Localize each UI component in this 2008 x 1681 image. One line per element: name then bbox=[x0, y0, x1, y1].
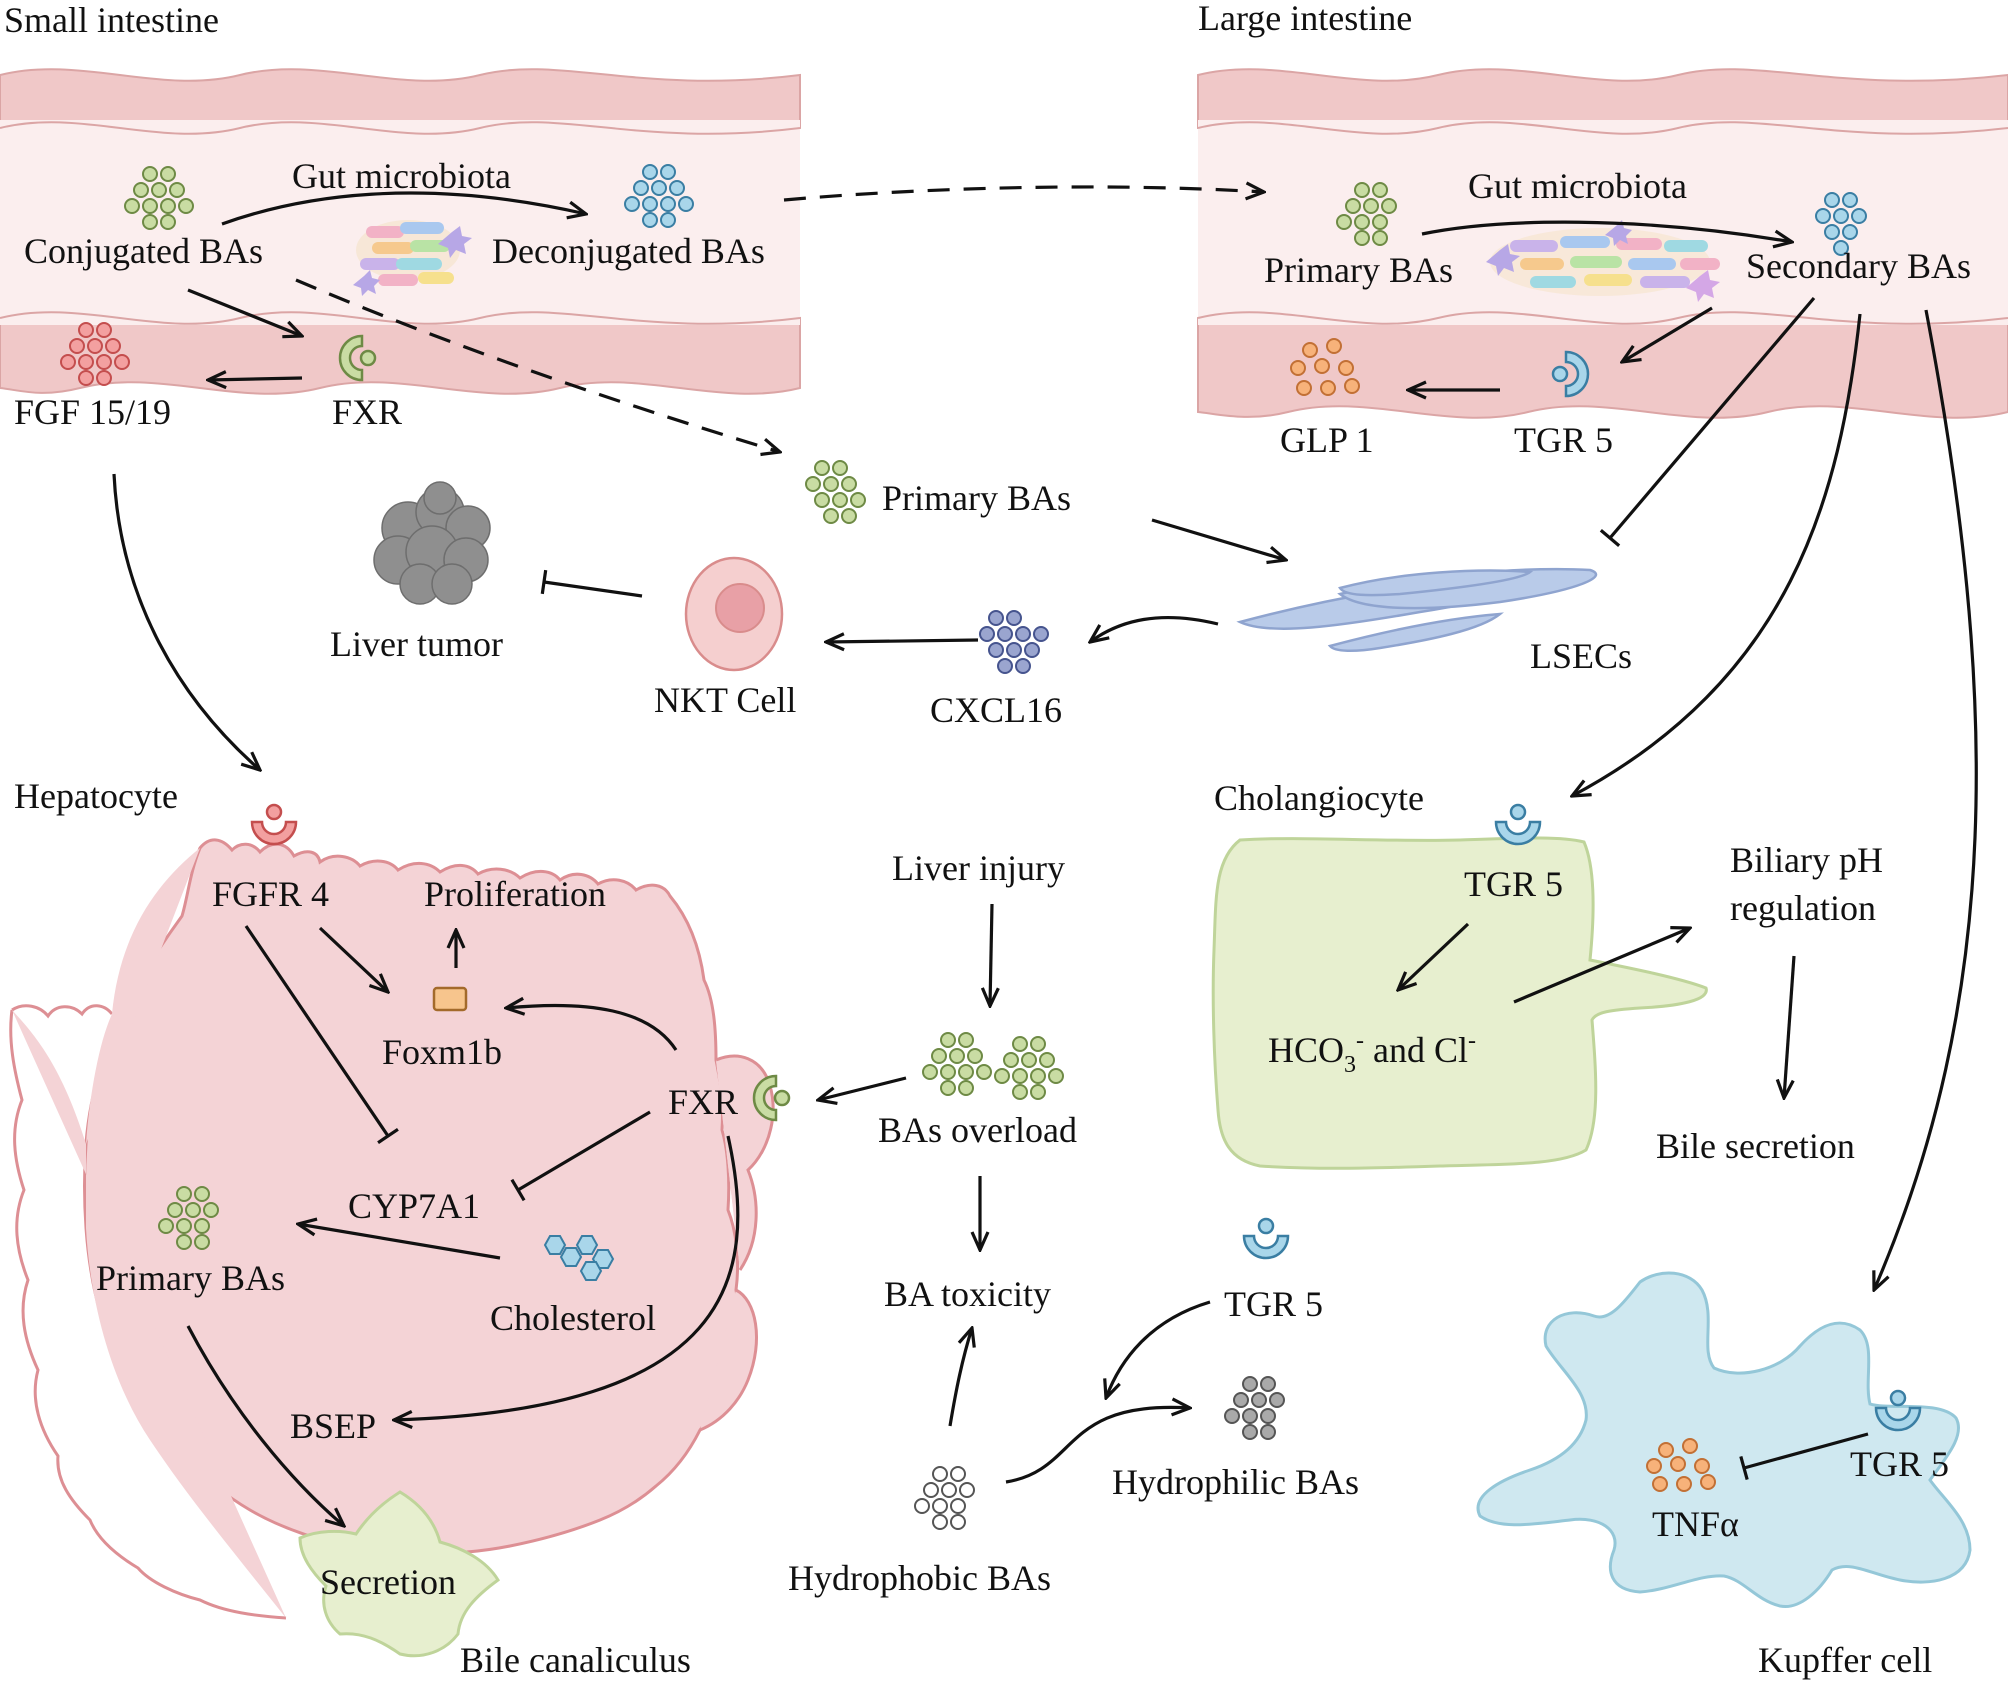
tgr5-center-label: TGR 5 bbox=[1224, 1284, 1323, 1324]
conjugated-bas-label: Conjugated BAs bbox=[24, 231, 263, 271]
bile-canaliculus: Secretion Bile canaliculus bbox=[298, 1490, 691, 1680]
bile-canaliculus-shape bbox=[298, 1490, 500, 1658]
hydrophilic-bas-label: Hydrophilic BAs bbox=[1112, 1462, 1359, 1502]
secretion-label: Secretion bbox=[320, 1562, 456, 1602]
lsecs-cells bbox=[1236, 567, 1598, 652]
hepatocyte-title: Hepatocyte bbox=[14, 776, 178, 816]
tgr5-center-receptor-icon bbox=[1242, 1217, 1290, 1260]
tnfa-label: TNFα bbox=[1652, 1504, 1739, 1544]
glp1-dots bbox=[1290, 338, 1360, 396]
deconjugated-bas-label: Deconjugated BAs bbox=[492, 231, 765, 271]
liver-tumor-label: Liver tumor bbox=[330, 624, 503, 664]
fgfr4-label: FGFR 4 bbox=[212, 874, 329, 914]
cyp7a1-label: CYP7A1 bbox=[348, 1186, 480, 1226]
tnfa-dots bbox=[1646, 1438, 1716, 1492]
nkt-cell-icon bbox=[684, 556, 784, 672]
hydrophobic-bas-label: Hydrophobic BAs bbox=[788, 1558, 1051, 1598]
gut-microbiota-large-label: Gut microbiota bbox=[1468, 166, 1687, 206]
hco3-subscript: 3 bbox=[1344, 1052, 1356, 1078]
nkt-cell-label: NKT Cell bbox=[654, 680, 796, 720]
large-intestine-title: Large intestine bbox=[1198, 0, 1412, 38]
tgr5-cholangiocyte-label: TGR 5 bbox=[1464, 864, 1563, 904]
primary-bas-center-dots bbox=[805, 460, 866, 524]
biliary-ph-label-line1: Biliary pH bbox=[1730, 840, 1883, 880]
bile-secretion-label: Bile secretion bbox=[1656, 1126, 1855, 1166]
foxm1b-label: Foxm1b bbox=[382, 1032, 502, 1072]
primary-bas-hepatocyte-dots bbox=[158, 1186, 219, 1250]
gut-microbiota-small-icon bbox=[353, 220, 472, 296]
fxr-intestine-label: FXR bbox=[332, 392, 402, 432]
proliferation-label: Proliferation bbox=[424, 874, 606, 914]
ba-toxicity-label: BA toxicity bbox=[884, 1274, 1051, 1314]
hco3-cl-label: HCO3- and Cl- bbox=[1268, 1028, 1476, 1078]
liver-tumor-icon bbox=[373, 481, 491, 605]
primary-bas-center-label: Primary BAs bbox=[882, 478, 1071, 518]
bsep-label: BSEP bbox=[290, 1406, 376, 1446]
primary-bas-hepatocyte-label: Primary BAs bbox=[96, 1258, 285, 1298]
fxr-intestine-receptor-icon bbox=[338, 334, 377, 382]
tgr5-large-receptor-icon bbox=[1551, 350, 1590, 398]
lsecs-label: LSECs bbox=[1530, 636, 1632, 676]
fgf-dots bbox=[60, 322, 130, 386]
bas-overload-label: BAs overload bbox=[878, 1110, 1077, 1150]
liver-injury-label: Liver injury bbox=[892, 848, 1065, 888]
tgr5-kupffer-receptor-icon bbox=[1874, 1389, 1922, 1432]
foxm1b-icon bbox=[432, 986, 468, 1012]
large-intestine: Large intestine Primary BAs Gut micro bbox=[1197, 0, 2008, 460]
hco3-base: HCO bbox=[1268, 1030, 1344, 1070]
fxr-hepatocyte-label: FXR bbox=[668, 1082, 738, 1122]
small-intestine-title: Small intestine bbox=[4, 0, 219, 40]
tgr5-large-label: TGR 5 bbox=[1514, 420, 1613, 460]
cxcl16-dots bbox=[979, 610, 1049, 674]
cholangiocyte-title: Cholangiocyte bbox=[1214, 778, 1424, 818]
pathway-arrows bbox=[112, 187, 1978, 1526]
fgf-label: FGF 15/19 bbox=[14, 392, 171, 432]
gut-microbiota-small-label: Gut microbiota bbox=[292, 156, 511, 196]
tgr5-kupffer-label: TGR 5 bbox=[1850, 1444, 1949, 1484]
cholesterol-label: Cholesterol bbox=[490, 1298, 656, 1338]
bas-overload-dots bbox=[922, 1032, 1064, 1100]
cxcl16-label: CXCL16 bbox=[930, 690, 1062, 730]
cholangiocyte: Cholangiocyte bbox=[1211, 778, 1708, 1170]
small-intestine: Small intestine Conjugated BAs Gut micro… bbox=[0, 0, 801, 432]
secondary-bas-dots bbox=[1815, 192, 1867, 256]
hepatocyte: Hepatocyte bbox=[9, 776, 775, 1620]
tgr5-cholangiocyte-receptor-icon bbox=[1494, 803, 1542, 846]
primary-bas-large-label: Primary BAs bbox=[1264, 250, 1453, 290]
deconjugated-bas-dots bbox=[624, 164, 694, 228]
hydrophobic-bas-dots bbox=[914, 1466, 975, 1530]
fgfr4-receptor-icon bbox=[250, 803, 298, 846]
kupffer-cell: Kupffer cell bbox=[1476, 1271, 1972, 1680]
hco3-and-cl: and Cl bbox=[1364, 1030, 1468, 1070]
hco3-superscript: - bbox=[1356, 1028, 1364, 1054]
secondary-bas-label: Secondary BAs bbox=[1746, 246, 1971, 286]
primary-bas-large-dots bbox=[1336, 182, 1397, 246]
kupffer-cell-title: Kupffer cell bbox=[1758, 1640, 1932, 1680]
cholesterol-icon bbox=[543, 1235, 615, 1281]
gut-microbiota-large-icon bbox=[1486, 220, 1720, 302]
cholangiocyte-cell-body bbox=[1211, 836, 1708, 1170]
fxr-hepatocyte-receptor-icon bbox=[752, 1074, 791, 1122]
glp1-label: GLP 1 bbox=[1280, 420, 1374, 460]
hydrophilic-bas-dots bbox=[1224, 1376, 1285, 1440]
kupffer-cell-body bbox=[1476, 1271, 1972, 1608]
cl-superscript: - bbox=[1468, 1028, 1476, 1054]
biliary-ph-label-line2: regulation bbox=[1730, 888, 1876, 928]
conjugated-bas-dots bbox=[124, 166, 194, 230]
bile-canaliculus-title: Bile canaliculus bbox=[460, 1640, 691, 1680]
